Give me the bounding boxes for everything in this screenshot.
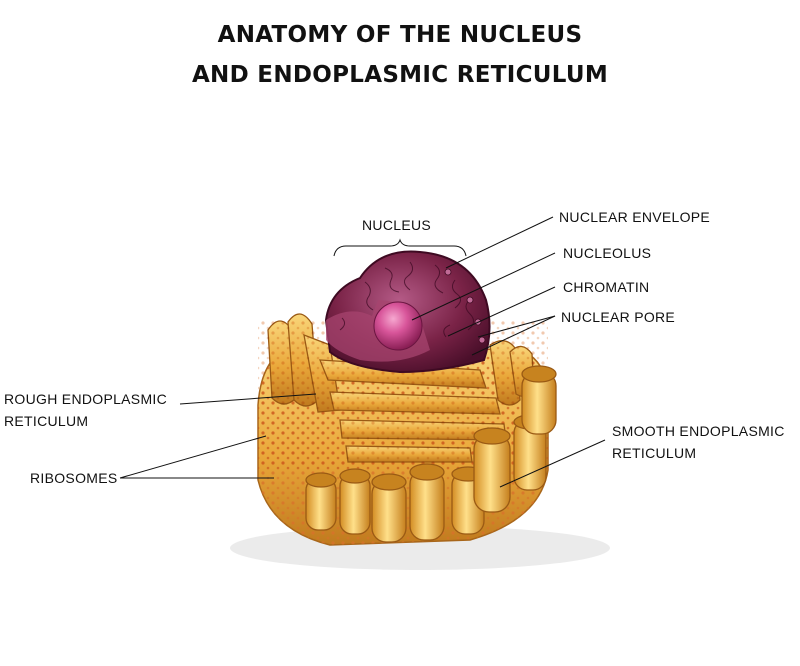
leader-nucleolus — [411, 252, 556, 321]
smooth-er-tubes — [305, 365, 557, 543]
leader-nuclear-pore-1 — [477, 315, 556, 338]
label-rough-er-line1: ROUGH ENDOPLASMIC — [4, 391, 168, 407]
label-smooth-er-line1: SMOOTH ENDOPLASMIC — [612, 423, 785, 439]
label-rough-er-line2: RETICULUM — [4, 413, 89, 429]
label-nucleolus: NUCLEOLUS — [563, 245, 652, 261]
label-chromatin: CHROMATIN — [563, 279, 650, 295]
leader-chromatin — [447, 286, 556, 337]
diagram-title-line1: ANATOMY OF THE NUCLEUS — [217, 22, 583, 48]
leader-ribosomes-1 — [119, 435, 267, 479]
nucleolus — [373, 301, 423, 351]
label-ribosomes: RIBOSOMES — [30, 470, 118, 486]
label-nuclear-pore: NUCLEAR PORE — [561, 309, 676, 325]
label-smooth-er-line2: RETICULUM — [612, 445, 697, 461]
nuclear-pores — [444, 268, 486, 344]
diagram-title-line2: AND ENDOPLASMIC RETICULUM — [191, 62, 609, 88]
leader-lines — [119, 216, 606, 488]
chromatin-strands — [339, 261, 474, 338]
label-nuclear-envelope: NUCLEAR ENVELOPE — [559, 209, 711, 225]
label-nucleus: NUCLEUS — [362, 217, 432, 233]
leader-nuclear-envelope — [445, 216, 554, 269]
leader-rough-er — [179, 393, 317, 405]
leader-nuclear-pore-2 — [471, 315, 556, 356]
nucleus-brace — [333, 238, 467, 257]
leader-smooth-er — [499, 439, 606, 488]
